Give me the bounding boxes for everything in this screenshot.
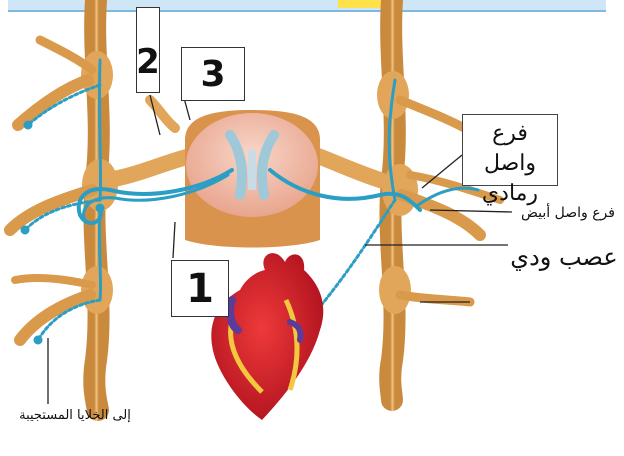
label-number-3: 3	[181, 47, 245, 101]
label-number-2: 2	[136, 7, 160, 93]
spinal-cord	[185, 110, 320, 248]
white-ramus-label: فرع واصل أبيض	[512, 200, 624, 226]
sympathetic-nerve-label: عصب ودي	[508, 238, 620, 276]
gray-ramus-label: فرع واصل رمادي	[462, 114, 558, 186]
label-number-1: 1	[171, 260, 229, 317]
effector-cells-label: إلى الخلايا المستجيبة	[0, 404, 150, 428]
